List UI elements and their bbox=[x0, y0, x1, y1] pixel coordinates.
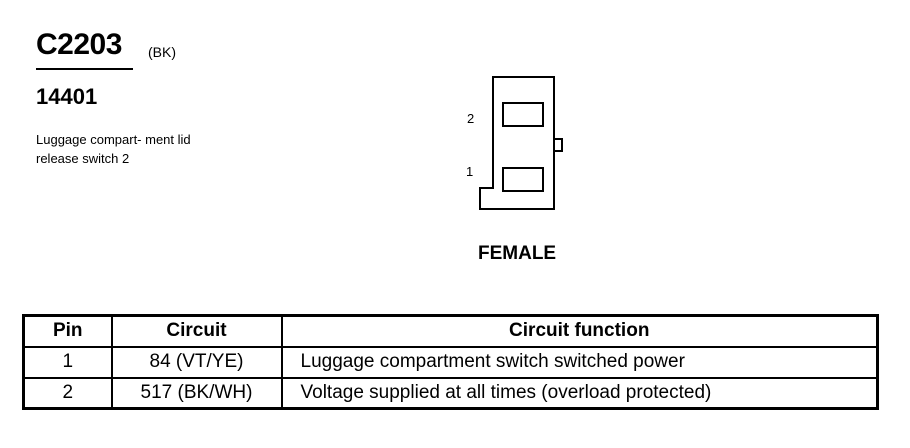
table-row: 1 84 (VT/YE) Luggage compartment switch … bbox=[22, 345, 879, 379]
title-underline bbox=[36, 68, 133, 70]
header-circuit-function: Circuit function bbox=[280, 314, 879, 348]
pin-cavity-1 bbox=[502, 167, 544, 192]
part-number: 14401 bbox=[36, 84, 98, 109]
circuit-cell: 84 (VT/YE) bbox=[110, 345, 283, 379]
header-circuit: Circuit bbox=[110, 314, 283, 348]
connector-face-diagram: 2 1 bbox=[466, 76, 563, 210]
pin-label-1: 1 bbox=[466, 164, 473, 179]
pin-cell: 2 bbox=[22, 376, 113, 410]
connector-latch bbox=[553, 138, 563, 152]
table-row: 2 517 (BK/WH) Voltage supplied at all ti… bbox=[22, 376, 879, 410]
connector-housing-outline bbox=[479, 76, 555, 210]
pin-cavity-2 bbox=[502, 102, 544, 127]
header-pin: Pin bbox=[22, 314, 113, 348]
connector-color: (BK) bbox=[148, 44, 176, 60]
table-header-row: Pin Circuit Circuit function bbox=[22, 314, 879, 348]
pin-table: Pin Circuit Circuit function 1 84 (VT/YE… bbox=[22, 314, 879, 410]
connector-id: C2203 bbox=[36, 28, 122, 61]
circuit-function-cell: Voltage supplied at all times (overload … bbox=[280, 376, 879, 410]
connector-view-label: FEMALE bbox=[478, 243, 557, 264]
connector-description: Luggage compart- ment lid release switch… bbox=[36, 132, 191, 166]
pin-cell: 1 bbox=[22, 345, 113, 379]
circuit-function-cell: Luggage compartment switch switched powe… bbox=[280, 345, 879, 379]
circuit-cell: 517 (BK/WH) bbox=[110, 376, 283, 410]
pin-label-2: 2 bbox=[467, 111, 474, 126]
